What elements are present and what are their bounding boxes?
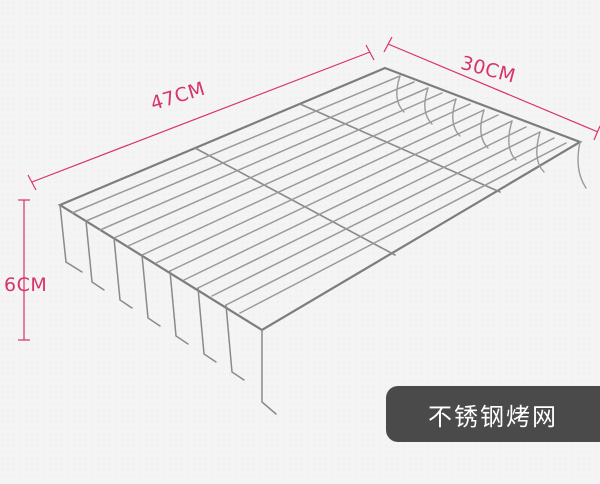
width-tick-left (27, 174, 37, 191)
dimension-lines (18, 36, 600, 341)
width-tick-right (365, 44, 375, 61)
rack-front-legs (59, 204, 277, 415)
rack-cross-bar-2 (299, 103, 501, 193)
caption-text: 不锈钢烤网 (428, 402, 558, 431)
height-label: 6CM (4, 274, 48, 296)
caption-banner: 不锈钢烤网 (386, 386, 600, 442)
rack-back-risers (396, 75, 587, 189)
depth-tick-left (383, 36, 393, 53)
wire-rack (57, 66, 587, 415)
width-dimension-line (31, 51, 371, 183)
rack-cross-bar-1 (194, 147, 396, 256)
rack-wires (71, 75, 567, 314)
depth-dimension-line (387, 43, 599, 133)
depth-tick-right (593, 125, 600, 141)
